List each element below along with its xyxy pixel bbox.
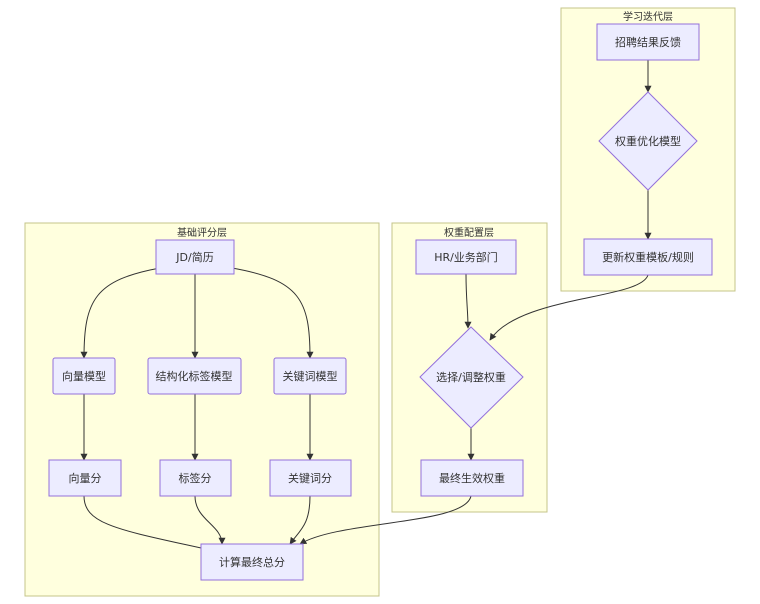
node-final-weight-label: 最终生效权重 [439, 471, 505, 485]
node-tag-score: 标签分 [159, 459, 232, 497]
node-vector-score-label: 向量分 [69, 471, 102, 485]
node-weight-optimize-model: 权重优化模型 [598, 91, 698, 191]
cluster-base-title: 基础评分层 [177, 226, 227, 239]
node-hiring-feedback-label: 招聘结果反馈 [615, 35, 681, 49]
node-select-adjust-weight: 选择/调整权重 [419, 326, 524, 429]
node-keyword-model: 关键词模型 [273, 357, 347, 395]
node-final-total-score-label: 计算最终总分 [219, 555, 285, 569]
node-final-total-score: 计算最终总分 [200, 543, 304, 581]
node-struct-tag-model: 结构化标签模型 [147, 357, 242, 395]
node-struct-tag-model-label: 结构化标签模型 [156, 369, 233, 383]
node-select-adjust-weight-label: 选择/调整权重 [436, 370, 506, 384]
edge-final-total [299, 495, 472, 545]
node-vector-model: 向量模型 [52, 357, 116, 395]
edges [80, 60, 652, 553]
node-vector-score: 向量分 [48, 459, 122, 497]
node-hr-business-label: HR/业务部门 [434, 250, 498, 264]
cluster-learn-title: 学习迭代层 [623, 10, 673, 23]
node-vector-model-label: 向量模型 [62, 369, 106, 383]
edge-update-select [489, 274, 649, 341]
edge-tag-score-total [194, 495, 226, 545]
edge-keyword-score-total [289, 495, 311, 545]
cluster-weight-title: 权重配置层 [444, 226, 494, 239]
node-update-weight-template: 更新权重模板/规则 [583, 238, 713, 276]
node-keyword-score: 关键词分 [269, 459, 352, 497]
edge-jd-keyword-model [231, 267, 314, 359]
node-keyword-score-label: 关键词分 [288, 471, 332, 485]
node-keyword-model-label: 关键词模型 [283, 369, 338, 383]
node-weight-optimize-model-label: 权重优化模型 [615, 134, 681, 148]
edge-vector-score-total [83, 495, 211, 553]
node-update-weight-template-label: 更新权重模板/规则 [602, 250, 694, 264]
node-hiring-feedback: 招聘结果反馈 [596, 23, 700, 61]
cluster-base-scoring: 基础评分层 [24, 222, 380, 597]
edge-jd-vector-model [80, 267, 161, 359]
node-tag-score-label: 标签分 [179, 471, 212, 485]
node-jd-resume: JD/简历 [155, 239, 235, 275]
node-hr-business: HR/业务部门 [415, 239, 517, 275]
node-jd-resume-label: JD/简历 [175, 250, 213, 264]
edge-hr-select [464, 273, 472, 329]
node-final-weight: 最终生效权重 [420, 459, 524, 497]
